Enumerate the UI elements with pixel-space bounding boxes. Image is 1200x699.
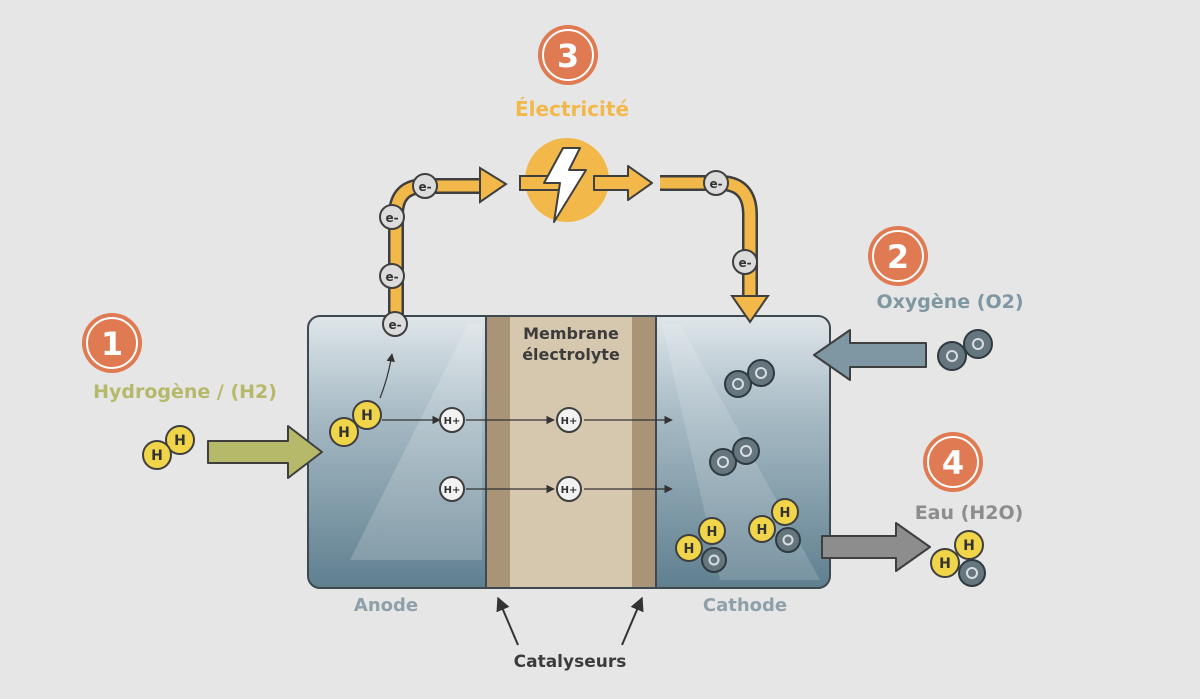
electron: e-: [379, 204, 405, 230]
step-label: Hydrogène / (H2): [93, 381, 277, 403]
oxygen-molecule: [709, 437, 760, 476]
step-label: Électricité: [515, 97, 629, 121]
electron: e-: [732, 249, 758, 275]
membrane-electrolyte: [485, 315, 657, 589]
svg-text:H: H: [963, 538, 975, 554]
svg-text:H: H: [707, 525, 718, 540]
catalyst-pointers: [496, 596, 644, 646]
electricity-output-arrow: [593, 165, 653, 201]
svg-text:H: H: [361, 408, 373, 424]
electron-release-arrow: [379, 353, 395, 399]
membrane-label-line1: Membrane: [523, 324, 619, 343]
proton: H+: [556, 476, 582, 502]
anode-wire-arrowhead: [479, 166, 508, 204]
svg-text:H: H: [338, 425, 350, 441]
cathode-wire-arrowhead: [730, 295, 770, 324]
svg-text:e-: e-: [738, 256, 751, 270]
step-2: 2 Oxygène (O2): [868, 226, 1024, 313]
cathode-label: Cathode: [703, 595, 787, 616]
svg-text:H: H: [780, 506, 791, 521]
svg-text:e-: e-: [709, 177, 722, 191]
oxygen-input-arrow: [813, 329, 927, 381]
lightning-bolt-icon: [543, 147, 587, 223]
electrons: e- e- e- e- e- e-: [379, 170, 758, 337]
svg-text:e-: e-: [388, 318, 401, 332]
step-label: Eau (H2O): [915, 502, 1024, 524]
water-molecule: H H: [675, 517, 727, 573]
step-badge: [923, 432, 983, 492]
electron: e-: [703, 170, 729, 196]
proton: H+: [439, 476, 465, 502]
svg-text:H+: H+: [561, 416, 578, 427]
proton: H+: [439, 407, 465, 433]
cathode-wire: [660, 175, 758, 300]
cathode-catalyst-layer: [632, 316, 656, 588]
step-4: 4 Eau (H2O): [915, 432, 1024, 524]
anode-wire: [388, 178, 486, 325]
catalyst-label: Catalyseurs: [514, 652, 627, 672]
electron: e-: [412, 173, 438, 199]
proton-flow: H+ H+ H+ H+: [382, 407, 673, 502]
oxygen-molecule: [937, 329, 993, 371]
svg-text:e-: e-: [418, 180, 431, 194]
svg-text:e-: e-: [385, 211, 398, 225]
oxygen-molecule: [724, 359, 775, 398]
step-badge: [538, 25, 598, 85]
step-number: 4: [942, 444, 964, 482]
water-molecules-in-cathode: H H H H: [675, 498, 801, 573]
svg-text:H: H: [684, 542, 695, 557]
hydrogen-input-arrow: [207, 425, 323, 479]
step-badge: [868, 226, 928, 286]
anode-catalyst-layer: [486, 316, 510, 588]
step-label: Oxygène (O2): [876, 291, 1023, 313]
step-3: 3 Électricité: [515, 25, 629, 121]
hydrogen-input: H H H H: [142, 353, 395, 479]
water-molecule: H H: [748, 498, 801, 553]
svg-text:H: H: [939, 556, 951, 572]
svg-text:H+: H+: [444, 485, 461, 496]
step-1: 1 Hydrogène / (H2): [82, 313, 277, 403]
hydrogen-molecule: H H: [142, 425, 195, 470]
svg-text:H+: H+: [561, 485, 578, 496]
step-number: 3: [557, 37, 579, 75]
svg-text:H: H: [174, 433, 186, 449]
electron-circuit: [388, 138, 770, 325]
step-number: 1: [101, 325, 123, 363]
svg-text:e-: e-: [385, 270, 398, 284]
proton: H+: [556, 407, 582, 433]
water-molecule: H H: [930, 530, 986, 587]
membrane-label-line2: électrolyte: [522, 345, 620, 364]
svg-text:H+: H+: [444, 416, 461, 427]
oxygen-input: [813, 329, 993, 381]
water-output: H H: [821, 522, 986, 587]
electron: e-: [379, 263, 405, 289]
svg-text:H: H: [757, 523, 768, 538]
water-output-arrow: [821, 522, 931, 572]
hydrogen-molecule-at-anode: H H: [329, 400, 382, 447]
step-badge: [82, 313, 142, 373]
step-number: 2: [887, 238, 909, 276]
oxygen-molecules-in-cathode: [709, 359, 775, 476]
electron: e-: [382, 311, 408, 337]
anode-label: Anode: [354, 595, 418, 616]
svg-text:H: H: [151, 448, 163, 464]
